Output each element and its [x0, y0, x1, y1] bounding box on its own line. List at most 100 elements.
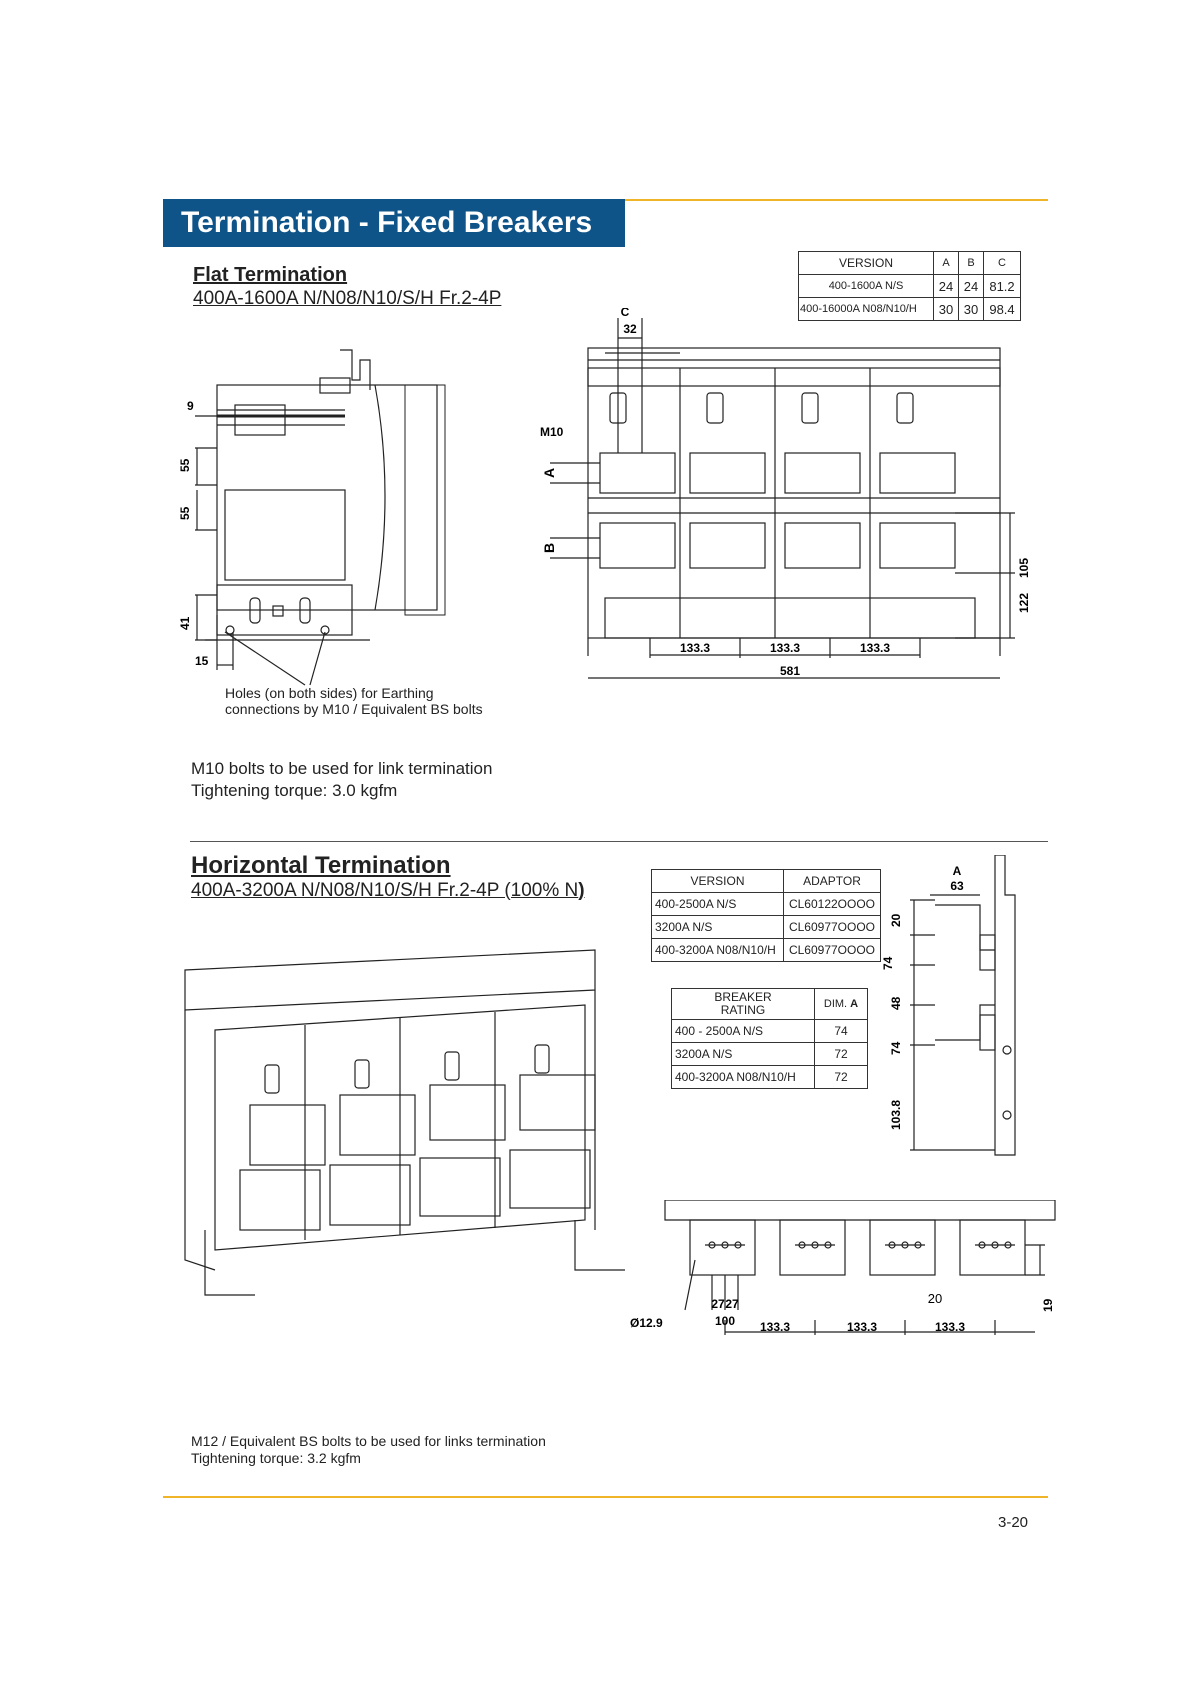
plan-terminal-1 [689, 1219, 756, 1276]
dim-105: 105 [1017, 558, 1031, 578]
table-cell: 24 [958, 274, 984, 298]
table-row: 400-2500A N/S CL60122OOOO [651, 892, 881, 916]
table-row: 3200A N/S 72 [671, 1042, 868, 1066]
dim-74-upper: 74 [881, 956, 895, 970]
table-cell: 3200A N/S [651, 915, 784, 939]
table-cell: 24 [933, 274, 959, 298]
iso-pole-2 [329, 1059, 416, 1226]
plan-terminal-2 [779, 1219, 846, 1276]
dim-pitch-h3: 133.3 [935, 1320, 965, 1334]
page-title: Termination - Fixed Breakers [163, 199, 625, 247]
dim-581: 581 [780, 664, 800, 678]
adaptor-table: VERSION ADAPTOR 400-2500A N/S CL60122OOO… [651, 869, 881, 962]
flat-note-line-2: Tightening torque: 3.0 kgfm [191, 781, 398, 800]
dim-122: 122 [1017, 593, 1031, 613]
table-cell: CL60977OOOO [783, 938, 881, 962]
table-cell: 3200A N/S [671, 1042, 815, 1066]
pole-2 [689, 392, 766, 569]
earthing-note-line-1: Holes (on both sides) for Earthing [225, 685, 434, 701]
dim-pitch-2: 133.3 [770, 641, 800, 655]
dim-20-profile: 20 [889, 913, 903, 927]
horizontal-heading: Horizontal Termination [191, 852, 451, 879]
dim-pitch-1: 133.3 [680, 641, 710, 655]
dim-27-left: 27 [711, 1297, 725, 1311]
dim-19: 19 [1041, 1298, 1055, 1312]
dim-9: 9 [187, 399, 194, 413]
breaker-header-line-1: BREAKER [714, 990, 772, 1004]
page-number: 3-20 [998, 1514, 1029, 1531]
m10-label: M10 [540, 425, 564, 439]
horizontal-note-line-2: Tightening torque: 3.2 kgfm [191, 1450, 361, 1466]
table-header: VERSION [651, 869, 784, 893]
dim-55-upper: 55 [178, 458, 192, 472]
flat-front-view-drawing: C 32 M10 A B 105 122 133.3 133.3 133.3 5… [540, 308, 1031, 679]
table-row: 400 - 2500A N/S 74 [671, 1019, 868, 1043]
horizontal-plan-drawing: Ø12.9 27 27 100 133.3 133.3 133.3 20 19 [630, 1200, 1056, 1335]
table-header: VERSION [798, 251, 934, 275]
pole-3 [784, 392, 861, 569]
horizontal-subtitle: 400A-3200A N/N08/N10/S/H Fr.2-4P (100% N… [191, 880, 585, 902]
dim-20-plan: 20 [928, 1291, 942, 1306]
dim-pitch-h1: 133.3 [760, 1320, 790, 1334]
table-cell: 400 - 2500A N/S [671, 1019, 815, 1043]
pole-4 [879, 392, 956, 569]
dim-27-right: 27 [725, 1297, 739, 1311]
dim-pitch-3: 133.3 [860, 641, 890, 655]
dim-103-8: 103.8 [889, 1100, 903, 1130]
table-cell: 400-3200A N08/N10/H [671, 1065, 815, 1089]
earthing-note-line-2: connections by M10 / Equivalent BS bolts [225, 701, 483, 717]
table-cell: 72 [814, 1042, 868, 1066]
dim-a-label: A [541, 468, 557, 478]
dim-32: 32 [623, 322, 637, 336]
breaker-header-line-2: RATING [720, 1003, 766, 1017]
table-cell: 400-2500A N/S [651, 892, 784, 916]
table-row: 400-3200A N08/N10/H 72 [671, 1065, 868, 1089]
table-cell: 98.4 [983, 297, 1021, 321]
hole-dia-label: Ø12.9 [630, 1316, 663, 1330]
horizontal-subtitle-main: 400A-3200A N/N08/N10/S/H Fr.2-4P (100% N [191, 880, 579, 901]
table-cell: 74 [814, 1019, 868, 1043]
dim-a-profile: A [953, 864, 962, 878]
flat-version-table: VERSION A B C 400-1600A N/S 24 24 81.2 4… [798, 251, 1021, 321]
table-cell: CL60122OOOO [783, 892, 881, 916]
horizontal-side-profile-drawing: A 63 20 74 48 74 103.8 [881, 855, 1016, 1156]
plan-terminal-4 [959, 1219, 1026, 1276]
dim-100: 100 [715, 1314, 735, 1328]
table-header-row: VERSION A B C [798, 251, 1021, 275]
dim-b-label: B [541, 543, 557, 553]
dim-c-label: C [621, 308, 630, 319]
table-header-row: VERSION ADAPTOR [651, 869, 881, 893]
table-row: 400-1600A N/S 24 24 81.2 [798, 274, 1021, 298]
plan-terminal-3 [869, 1219, 936, 1276]
table-row: 3200A N/S CL60977OOOO [651, 915, 881, 939]
flat-subtitle: 400A-1600A N/N08/N10/S/H Fr.2-4P [193, 288, 502, 309]
dim-55-lower: 55 [178, 506, 192, 520]
dim-63: 63 [950, 879, 964, 893]
table-header: DIM. A [814, 988, 868, 1020]
table-header: A [933, 251, 959, 275]
dim-15: 15 [195, 654, 209, 668]
dim-41: 41 [178, 616, 192, 630]
table-cell: 72 [814, 1065, 868, 1089]
section-divider [190, 841, 1048, 842]
iso-pole-1 [239, 1064, 326, 1231]
flat-side-view-drawing: 9 55 55 41 15 [178, 349, 446, 686]
table-row: 400-16000A N08/N10/H 30 30 98.4 [798, 297, 1021, 321]
dim-pitch-h2: 133.3 [847, 1320, 877, 1334]
table-cell: 81.2 [983, 274, 1021, 298]
table-cell: 30 [933, 297, 959, 321]
table-header: ADAPTOR [783, 869, 881, 893]
table-cell: 30 [958, 297, 984, 321]
table-cell: CL60977OOOO [783, 915, 881, 939]
dim-header-a: A [850, 998, 859, 1010]
dim-header-text: DIM. [823, 998, 851, 1010]
horizontal-isometric-drawing [184, 949, 625, 1296]
pole-1 [599, 392, 676, 569]
iso-pole-3 [419, 1051, 506, 1217]
dim-48: 48 [889, 996, 903, 1010]
bottom-rule [163, 1496, 1048, 1498]
table-cell: 400-3200A N08/N10/H [651, 938, 784, 962]
